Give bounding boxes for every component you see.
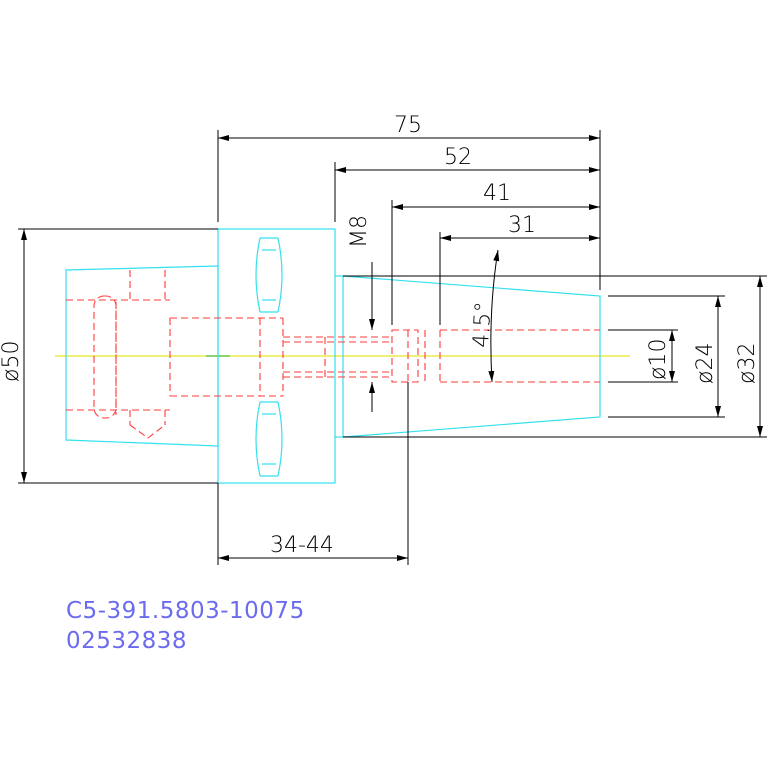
dim-dia-10: ø10 [646,339,671,380]
dimensions [18,130,767,565]
dim-taper-angle: 4.5° [469,301,496,348]
dim-34-44: 34-44 [270,533,334,558]
dim-dia-24: ø24 [693,343,718,384]
dim-75: 75 [394,113,422,138]
part-number: C5-391.5803-10075 [66,598,305,624]
drive-slot-bottom [255,401,283,477]
dim-52: 52 [444,145,472,170]
hidden-lines [66,270,600,439]
dim-31: 31 [508,213,536,238]
dim-m8: M8 [347,215,372,248]
drive-slot-top [255,237,283,313]
dim-dia-50: ø50 [0,341,24,382]
dim-41: 41 [483,181,511,206]
dim-dia-32: ø32 [735,343,760,384]
part-outline [65,228,601,484]
item-code: 02532838 [66,628,188,654]
dimension-labels: 75 52 41 31 M8 4.5° ø50 ø10 ø24 ø32 34-4… [0,113,760,558]
